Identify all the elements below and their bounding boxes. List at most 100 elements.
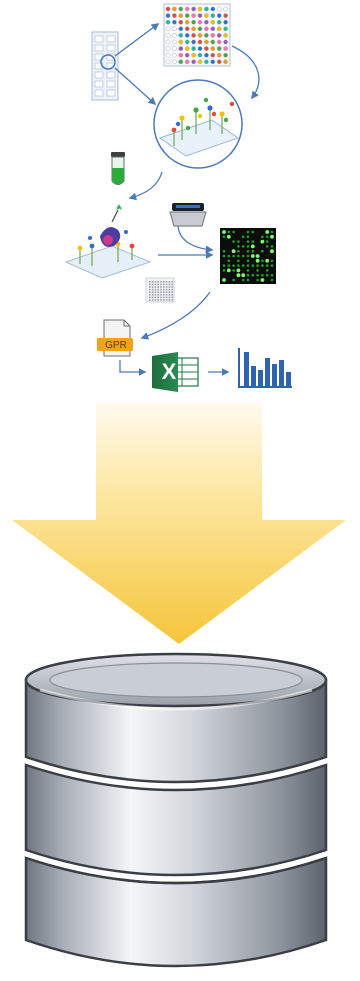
scan-spot xyxy=(226,268,231,273)
grid-cell xyxy=(171,281,173,283)
plate-well xyxy=(165,13,171,18)
plate-well xyxy=(216,13,222,18)
scan-spot xyxy=(232,278,235,282)
scan-spot xyxy=(232,230,235,234)
grid-cell xyxy=(154,294,157,296)
plate-well xyxy=(165,52,171,58)
plate-well xyxy=(172,6,177,12)
plate-well xyxy=(178,26,184,32)
scan-spot xyxy=(241,254,245,258)
grid-cell xyxy=(171,291,173,293)
plate-well xyxy=(178,39,184,45)
scan-spot xyxy=(237,240,240,243)
scan-spot xyxy=(256,269,259,272)
scan-spot xyxy=(246,240,250,243)
printed-plate-icon xyxy=(163,3,231,67)
scan-spot xyxy=(222,254,226,258)
grid-cell xyxy=(163,288,165,291)
plate-well xyxy=(165,46,171,51)
plate-well xyxy=(191,33,196,38)
grid-cell xyxy=(157,281,159,283)
scan-spot xyxy=(237,259,240,263)
plate-well xyxy=(223,6,228,12)
scan-spot xyxy=(256,273,259,277)
grid-cell xyxy=(149,291,151,293)
grid-cell xyxy=(151,291,154,293)
scan-spot xyxy=(255,258,260,263)
plate-well xyxy=(184,26,190,32)
grid-cell xyxy=(168,296,171,299)
plate-well xyxy=(210,52,216,58)
plate-well xyxy=(172,52,177,58)
scan-spot xyxy=(250,244,255,249)
scan-spot xyxy=(265,264,269,267)
plate-well xyxy=(210,39,216,45)
scan-spot xyxy=(255,254,260,258)
scan-spot xyxy=(222,230,226,234)
plate-well xyxy=(210,46,216,51)
scan-spot xyxy=(265,240,269,243)
grid-cell xyxy=(160,281,162,283)
grid-cell xyxy=(168,288,171,291)
grid-cell xyxy=(160,283,162,286)
grid-cell xyxy=(163,299,165,301)
scan-spot xyxy=(246,254,250,258)
grid-cell xyxy=(154,283,157,286)
scan-spot xyxy=(251,273,255,277)
plate-well xyxy=(172,26,177,32)
scan-spot xyxy=(222,249,226,253)
plate-well xyxy=(191,13,196,18)
grid-cell xyxy=(168,281,171,283)
grid-cell xyxy=(149,286,151,288)
grid-cell xyxy=(157,296,159,299)
plate-well xyxy=(165,33,171,38)
plate-well xyxy=(178,59,184,65)
grid-cell xyxy=(163,283,165,286)
scan-spot xyxy=(251,249,255,253)
scan-spot xyxy=(261,235,264,239)
scan-spot xyxy=(251,230,255,234)
scan-spot xyxy=(227,259,231,263)
grid-cell xyxy=(151,286,154,288)
scan-spot xyxy=(241,264,245,267)
plate-well xyxy=(216,19,222,25)
plate-well xyxy=(216,39,222,45)
scan-spot xyxy=(270,264,274,267)
plate-well xyxy=(191,59,196,65)
grid-cell xyxy=(160,294,162,296)
grid-cell xyxy=(149,281,151,283)
grid-cell xyxy=(163,291,165,293)
plate-well xyxy=(191,46,196,51)
plate-well xyxy=(184,39,190,45)
scan-spot xyxy=(261,249,264,253)
scan-spot xyxy=(246,245,250,248)
scan-spot xyxy=(270,278,274,282)
plate-well xyxy=(165,19,171,25)
scan-spot xyxy=(232,240,235,243)
plate-well xyxy=(204,39,209,45)
plate-well xyxy=(216,52,222,58)
grid-cell xyxy=(154,288,157,291)
scan-spot xyxy=(232,264,235,267)
plate-well xyxy=(223,39,228,45)
plate-well xyxy=(210,13,216,18)
grid-cell xyxy=(151,299,154,301)
grid-cell xyxy=(157,291,159,293)
scan-spot xyxy=(226,234,231,239)
plate-well xyxy=(204,52,209,58)
scan-spot xyxy=(232,269,235,272)
plate-well xyxy=(184,46,190,51)
bar-chart-icon xyxy=(238,348,292,388)
grid-cell xyxy=(165,283,168,286)
scan-image-icon xyxy=(220,228,276,284)
grid-cell xyxy=(151,296,154,299)
scan-spot xyxy=(222,278,226,282)
plate-well xyxy=(216,6,222,12)
scan-spot xyxy=(237,254,240,258)
scan-spot xyxy=(265,269,269,272)
scanner-icon xyxy=(169,203,207,227)
scan-spot xyxy=(227,264,231,267)
grid-cell xyxy=(171,294,173,296)
scan-spot xyxy=(265,230,270,234)
